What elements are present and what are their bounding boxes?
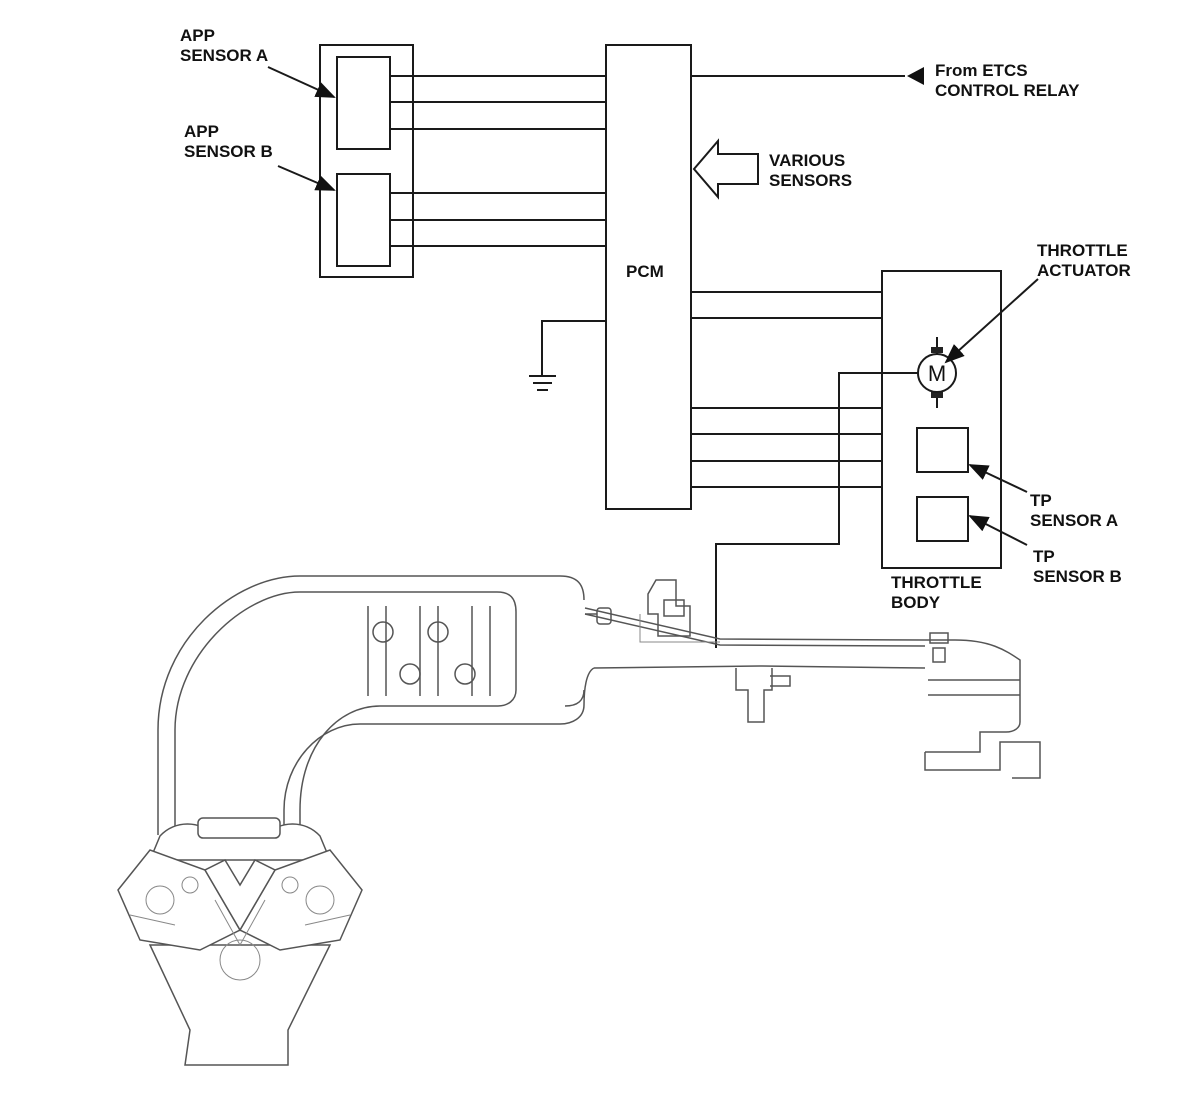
etcs-relay-input (691, 67, 924, 85)
engine-drawing (117, 817, 363, 1066)
pcm-label: PCM (626, 262, 664, 281)
tp-sensor-a-box (916, 427, 969, 473)
app-sensor-module (319, 44, 414, 278)
etcs-relay-label: From ETCS CONTROL RELAY (935, 61, 1080, 100)
various-sensors-label: VARIOUS SENSORS (769, 151, 853, 190)
actuator-link-line (715, 372, 918, 648)
app-sensor-b-box (336, 173, 391, 267)
various-sensors-arrow (692, 138, 759, 200)
app-sensor-a-box (336, 56, 391, 150)
app-pcm-wires (390, 75, 606, 247)
pcm-throttle-wires (691, 291, 882, 488)
throttle-actuator-motor: M (917, 337, 957, 408)
throttle-body-label: THROTTLE BODY (891, 573, 982, 612)
motor-symbol-text: M (928, 361, 946, 386)
intake-system-drawing (157, 575, 1041, 835)
throttle-actuator-label: THROTTLE ACTUATOR (1037, 241, 1131, 280)
tp-sensor-b-box (916, 496, 969, 542)
ground-symbol (529, 320, 606, 391)
leader-arrows (267, 66, 1039, 546)
tp-sensor-b-label: TP SENSOR B (1033, 547, 1122, 586)
app-sensor-b-label: APP SENSOR B (184, 122, 273, 161)
app-sensor-a-label: APP SENSOR A (180, 26, 269, 65)
tp-sensor-a-label: TP SENSOR A (1030, 491, 1119, 530)
pcm-box (605, 44, 692, 510)
